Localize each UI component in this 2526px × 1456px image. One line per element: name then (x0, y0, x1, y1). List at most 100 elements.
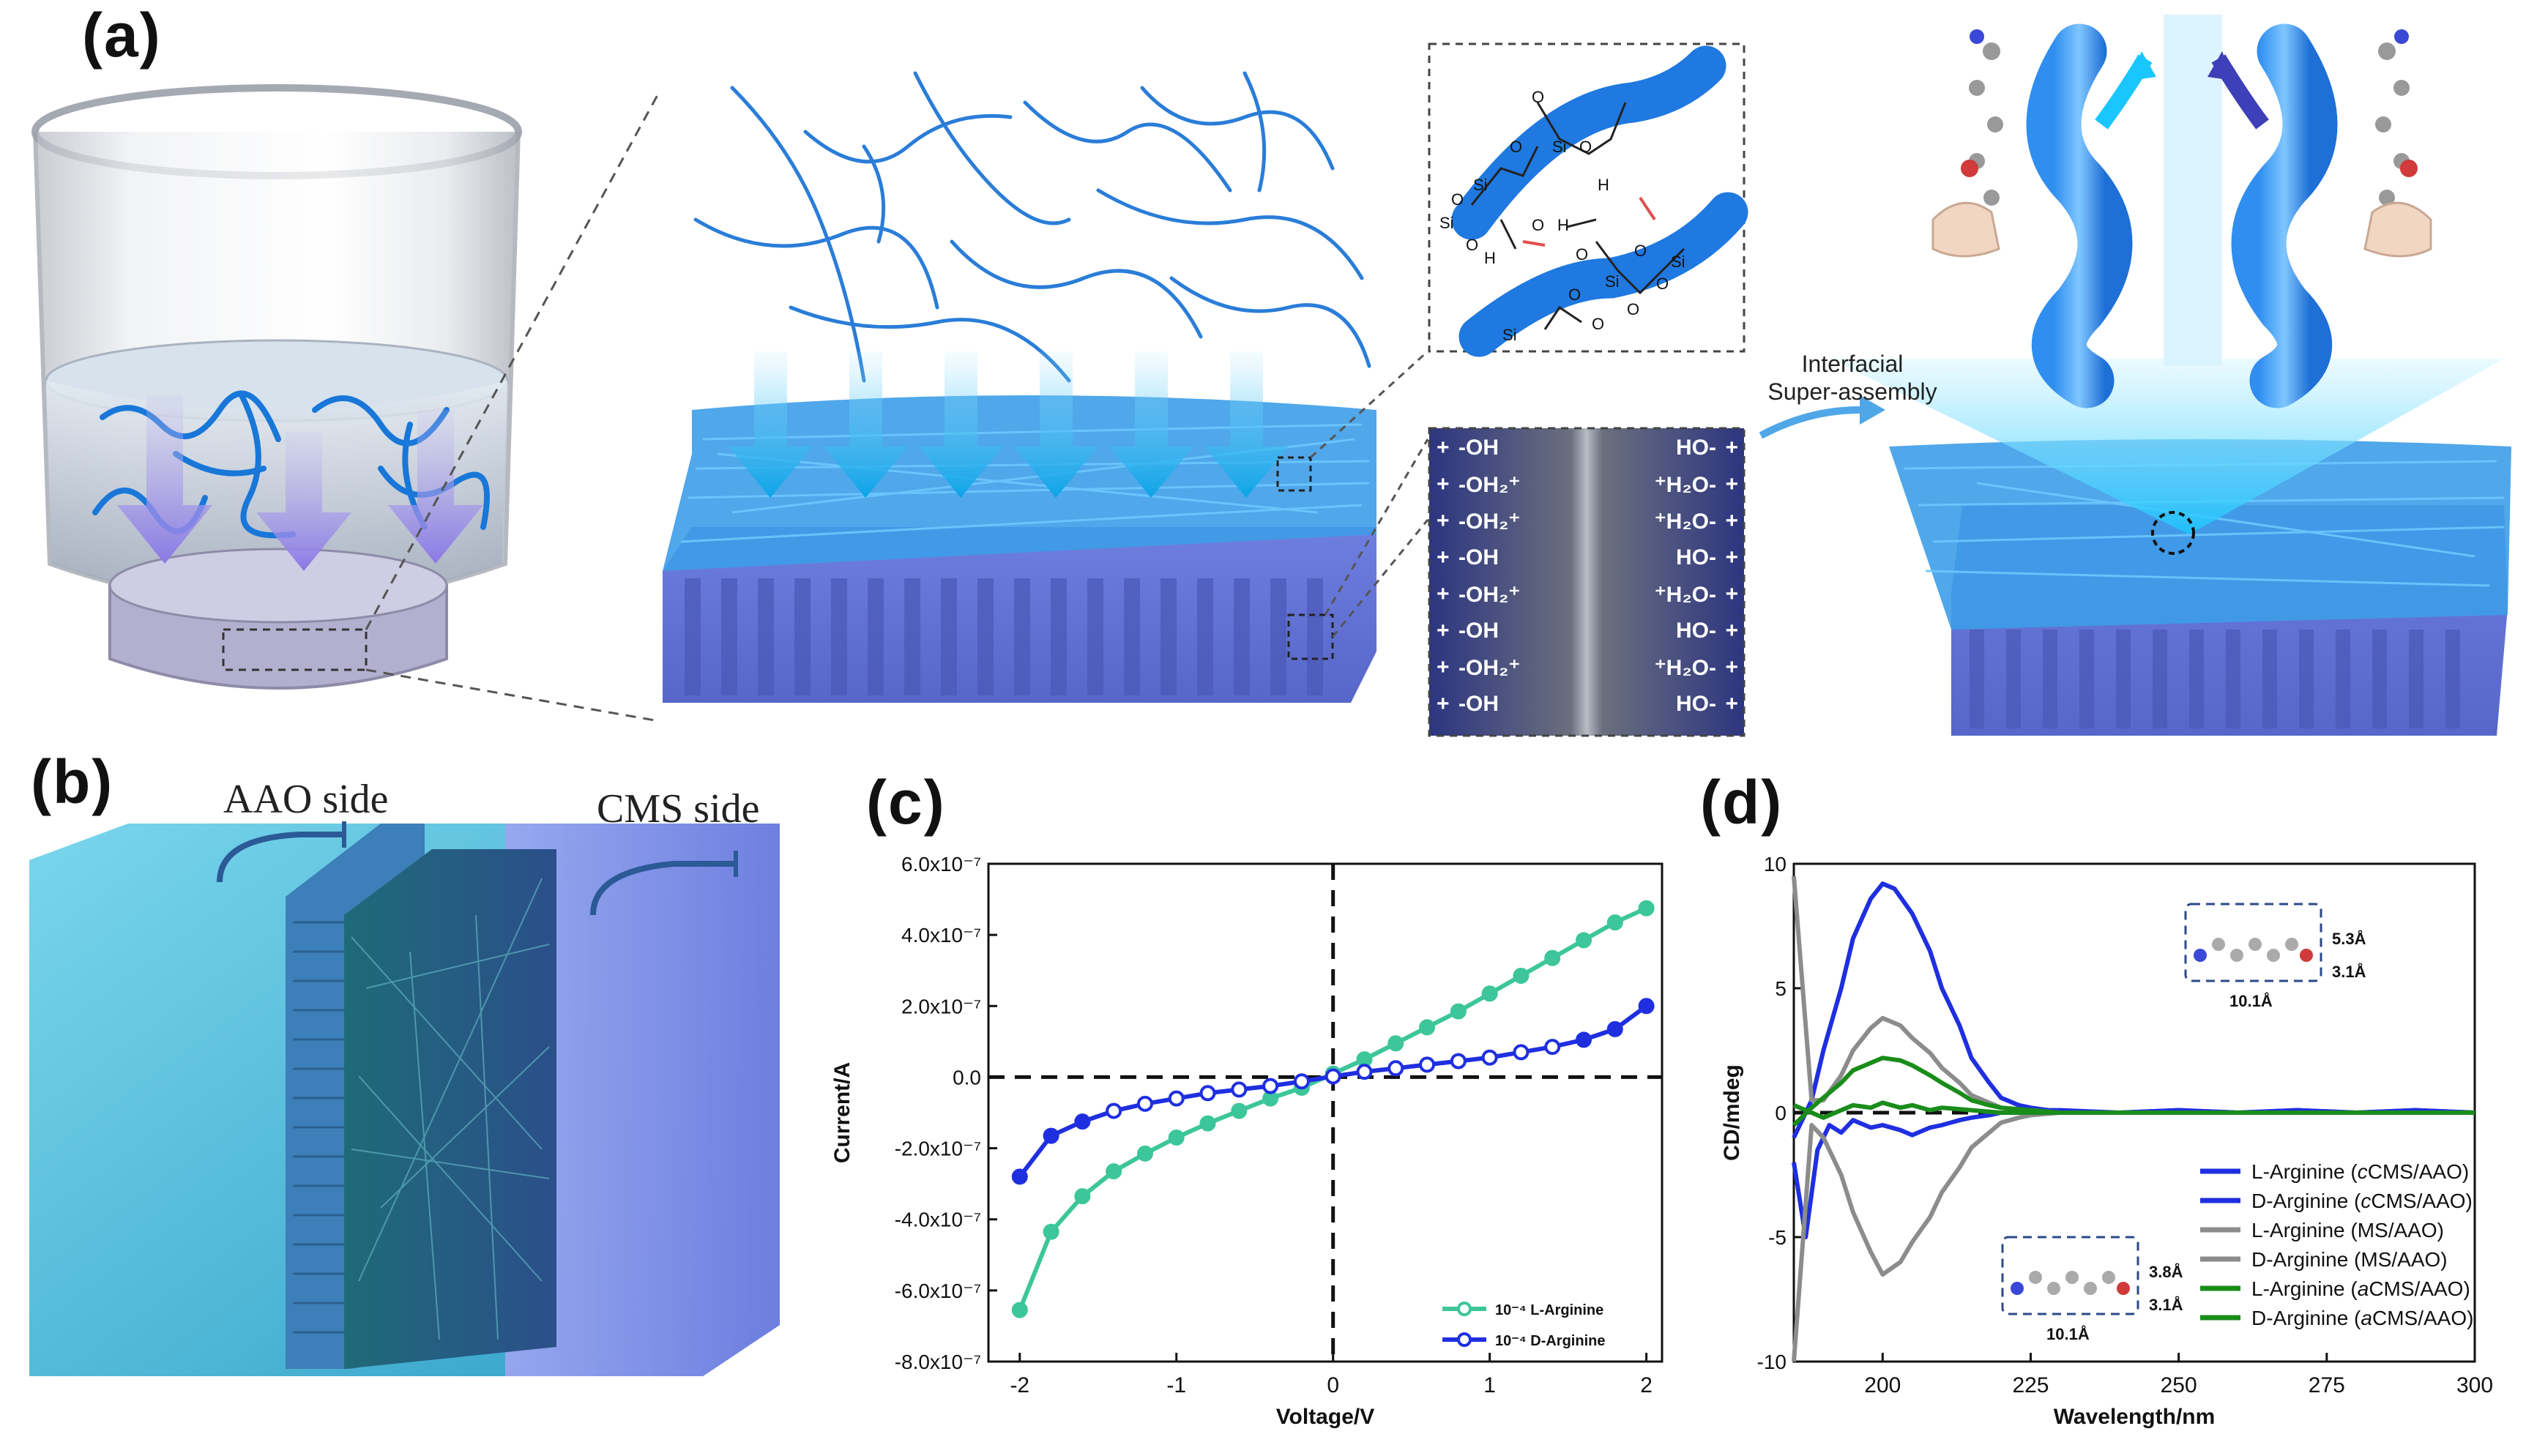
data-point (1356, 1064, 1373, 1080)
x-tick-label: 200 (1864, 1373, 1901, 1397)
data-point (1325, 1068, 1341, 1085)
data-point (1106, 1163, 1122, 1180)
legend-label-part: CMS/AAO) (2369, 1277, 2470, 1300)
data-point (1043, 1127, 1059, 1144)
data-point (1262, 1078, 1279, 1094)
inset-bottom-frame (2001, 1236, 2139, 1315)
interfacial-label: Interfacial Super-assembly (1761, 350, 1944, 406)
legend-label: D-Arginine (cCMS/AAO) (2251, 1190, 2473, 1212)
inset-dim-label: 3.1Å (2332, 962, 2366, 981)
atom (2212, 938, 2225, 951)
series-line (1792, 1100, 2475, 1120)
atom (2065, 1271, 2079, 1284)
data-point (1074, 1188, 1091, 1205)
data-point (1387, 1035, 1404, 1052)
data-point (1199, 1085, 1216, 1102)
atom (2047, 1282, 2060, 1295)
data-point (1450, 1053, 1467, 1069)
silanol-inset (1428, 42, 1748, 357)
inset-top-molecule (2194, 938, 2313, 962)
atom-label: O (1592, 315, 1605, 333)
data-point (1231, 1102, 1248, 1119)
charge-left: -OH (1458, 619, 1499, 643)
data-point (1168, 1090, 1185, 1107)
series-line (1792, 1056, 2475, 1127)
x-axis-label: Voltage/V (1276, 1405, 1374, 1429)
legend-label-part: CMS/AAO) (2368, 1160, 2469, 1183)
data-point (1606, 914, 1623, 931)
y-tick-label: -2.0x10⁻⁷ (895, 1138, 981, 1160)
charge-left: -OH₂⁺ (1458, 583, 1521, 607)
data-point (1481, 985, 1498, 1002)
aao-side-label: AAO side (223, 777, 389, 822)
atom-label: O (1451, 190, 1464, 209)
data-point (1293, 1073, 1310, 1090)
inset-bottom-molecule (2011, 1271, 2130, 1295)
series-line (1792, 876, 2475, 1115)
legend-label: 10⁻⁴ D-Arginine (1495, 1333, 1605, 1349)
atom-label: O (1627, 300, 1640, 318)
legend-label-part: L-Arginine (MS/AAO) (2251, 1219, 2444, 1242)
x-tick-label: 225 (2012, 1373, 2049, 1397)
membrane-illustration (663, 71, 1376, 703)
y-tick-label: 0.0 (953, 1066, 981, 1089)
data-point (1481, 1049, 1498, 1066)
beaker-illustration (31, 84, 522, 690)
y-axis-label: Current/A (830, 1062, 854, 1163)
data-point (1544, 949, 1561, 966)
x-tick-label: 0 (1327, 1373, 1339, 1397)
atom-label: O (1466, 236, 1479, 254)
panel-label-b: (b) (31, 747, 114, 816)
atom-label: O (1656, 275, 1669, 293)
inset-dim-label: 3.1Å (2149, 1295, 2183, 1314)
y-axis-label: CD/mdeg (1720, 1064, 1744, 1161)
data-point (1074, 1113, 1091, 1130)
atom (2029, 1271, 2042, 1284)
y-tick-label: 10 (1764, 853, 1787, 876)
panel-b-illustration (29, 821, 780, 1376)
y-tick-label: 6.0x10⁻⁷ (901, 853, 981, 876)
charge-right: ⁺H₂O- (1654, 656, 1716, 680)
atom (2267, 949, 2280, 962)
atom-label: O (1576, 245, 1589, 264)
legend-marker (1457, 1302, 1472, 1316)
charge-right: HO- (1676, 619, 1716, 643)
legend-label-part: D-Arginine ( (2251, 1190, 2361, 1212)
charge-inset (1428, 427, 1746, 737)
data-point (1419, 1019, 1436, 1036)
atom (2249, 938, 2262, 951)
panel-label-d: (d) (1700, 768, 1784, 837)
y-tick-label: -5 (1768, 1226, 1787, 1249)
legend-label-part: D-Arginine (MS/AAO) (2251, 1248, 2448, 1271)
atom (2230, 949, 2243, 962)
legend-label-part: L-Arginine ( (2251, 1160, 2358, 1183)
charge-row: +-OH₂⁺⁺H₂O-+ (1437, 509, 1738, 534)
atom (2011, 1282, 2024, 1295)
inset-dim-label: 10.1Å (2229, 991, 2273, 1010)
charge-row: +-OH₂⁺⁺H₂O-+ (1437, 582, 1738, 607)
charge-left: -OH₂⁺ (1458, 473, 1521, 497)
y-tick-label: 2.0x10⁻⁷ (901, 995, 981, 1018)
charge-right: HO- (1676, 436, 1716, 460)
data-point (1513, 1044, 1530, 1061)
data-point (1513, 968, 1530, 984)
y-tick-label: 5 (1775, 977, 1787, 1000)
x-tick-label: -2 (1010, 1373, 1029, 1397)
legend-label-part: D-Arginine ( (2251, 1307, 2361, 1329)
charge-left: -OH₂⁺ (1458, 656, 1521, 680)
y-tick-label: -8.0x10⁻⁷ (895, 1351, 981, 1373)
data-point (1576, 932, 1592, 949)
interfacial-label-line2: Super-assembly (1767, 378, 1937, 405)
inset-top-frame (2184, 903, 2322, 982)
x-tick-label: 300 (2456, 1373, 2493, 1397)
cms-side-label: CMS side (597, 786, 760, 832)
atom-label: O (1634, 242, 1647, 260)
inset-dim-label: 10.1Å (2046, 1324, 2090, 1343)
data-point (1419, 1056, 1436, 1073)
interfacial-label-line1: Interfacial (1801, 351, 1904, 377)
data-point (1606, 1020, 1623, 1037)
legend-label: D-Arginine (MS/AAO) (2251, 1248, 2448, 1271)
